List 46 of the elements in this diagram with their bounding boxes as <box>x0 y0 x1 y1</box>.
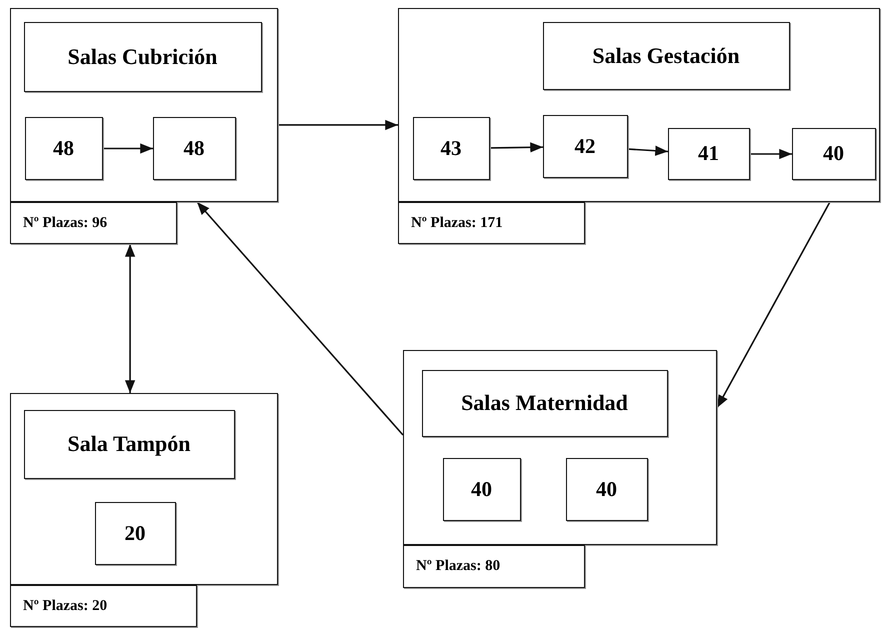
capacity-tab <box>10 585 197 627</box>
room-box <box>24 410 234 478</box>
group-frame <box>398 8 880 202</box>
room-box <box>422 370 668 436</box>
count-label: 48 <box>53 136 74 160</box>
capacity-label: Nº Plazas: 80 <box>416 558 500 575</box>
room-label: Salas Cubrición <box>68 44 218 70</box>
capacity-label: Nº Plazas: 96 <box>23 214 108 232</box>
room-box <box>24 22 262 92</box>
count-label: 41 <box>698 141 719 166</box>
count-label: 40 <box>596 476 617 502</box>
room-box <box>542 22 790 90</box>
count-label: 42 <box>574 134 596 158</box>
count-box <box>442 458 520 520</box>
capacity-tab <box>10 202 177 244</box>
group-frame <box>10 393 278 585</box>
group-frame <box>10 8 278 202</box>
count-box <box>542 114 628 178</box>
arrow <box>124 244 136 393</box>
count-box <box>94 502 176 564</box>
arrow <box>103 143 153 154</box>
count-box <box>792 128 876 180</box>
arrow <box>196 201 404 436</box>
arrow <box>750 148 792 160</box>
capacity-tab <box>403 545 585 588</box>
capacity-tab <box>398 202 585 244</box>
room-label: Salas Maternidad <box>461 390 628 416</box>
capacity-label: Nº Plazas: 20 <box>23 598 108 614</box>
count-label: 20 <box>124 520 146 546</box>
arrow <box>278 120 398 130</box>
count-box <box>566 458 648 520</box>
capacity-label: Nº Plazas: 171 <box>411 214 503 232</box>
count-box <box>668 128 750 180</box>
count-box <box>412 116 490 180</box>
arrow <box>490 142 544 152</box>
count-label: 43 <box>440 136 462 160</box>
count-box <box>24 116 102 180</box>
count-label: 40 <box>823 141 844 166</box>
count-label: 48 <box>184 136 204 160</box>
group-frame <box>403 350 717 545</box>
count-box <box>152 116 236 180</box>
count-label: 40 <box>471 476 492 502</box>
arrow <box>628 146 668 156</box>
room-label: Salas Gestación <box>592 42 740 68</box>
arrow <box>716 202 831 408</box>
room-label: Sala Tampón <box>68 431 190 457</box>
